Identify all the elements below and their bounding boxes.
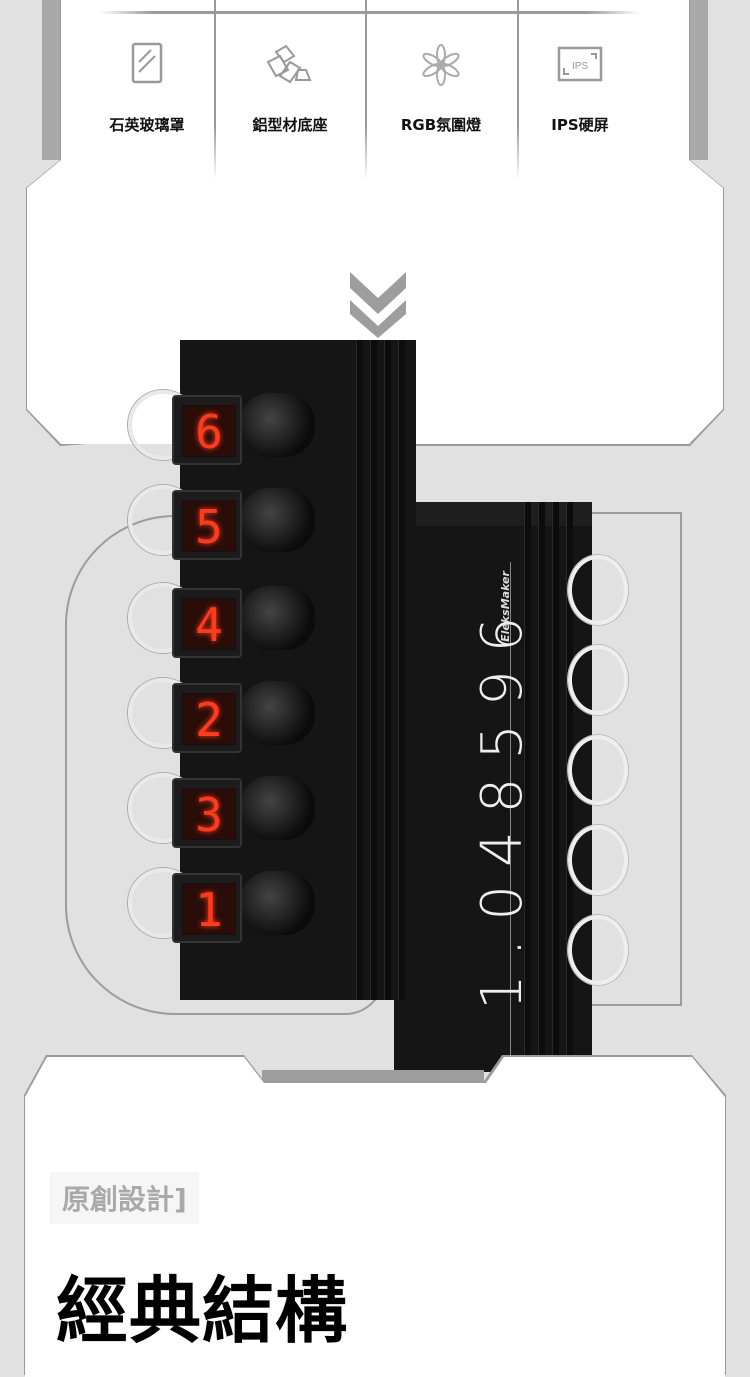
glass-tube-loop bbox=[568, 555, 628, 625]
tube-cap bbox=[240, 776, 315, 840]
aluminum-bars-icon bbox=[266, 44, 312, 84]
glass-tube-loop bbox=[568, 735, 628, 805]
feature-label: RGB氛圍燈 bbox=[400, 116, 482, 134]
display-number: 1.048596 bbox=[470, 598, 535, 1010]
feature-label: 石英玻璃罩 bbox=[109, 116, 185, 134]
tube-cap bbox=[240, 488, 315, 552]
nixie-tube: 2 bbox=[172, 683, 242, 753]
nixie-tube: 5 bbox=[172, 490, 242, 560]
divider bbox=[517, 0, 519, 180]
glass-tube-loop bbox=[568, 915, 628, 985]
glass-cover-icon bbox=[131, 42, 163, 84]
nixie-tube: 3 bbox=[172, 778, 242, 848]
tube-digit: 3 bbox=[182, 788, 236, 841]
feature-aluminum: 鋁型材底座 bbox=[215, 40, 365, 135]
feature-label: IPS硬屏 bbox=[551, 116, 609, 134]
glass-tube-loop bbox=[568, 645, 628, 715]
feature-ips: IPS IPS硬屏 bbox=[505, 40, 655, 135]
feature-glass: 石英玻璃罩 bbox=[72, 40, 222, 135]
nixie-tube: 1 bbox=[172, 873, 242, 943]
tube-cap bbox=[240, 393, 315, 457]
tube-digit: 5 bbox=[182, 500, 236, 553]
feature-label: 鋁型材底座 bbox=[252, 116, 328, 134]
ips-screen-icon: IPS bbox=[557, 46, 603, 82]
tube-cap bbox=[240, 586, 315, 650]
brand-label: EleksMaker bbox=[498, 571, 512, 642]
ips-display-device bbox=[394, 502, 592, 1072]
svg-text:IPS: IPS bbox=[572, 61, 588, 72]
chevron-down-icon bbox=[350, 272, 406, 338]
nixie-tube: 4 bbox=[172, 588, 242, 658]
tube-digit: 4 bbox=[182, 598, 236, 651]
divider bbox=[365, 0, 367, 180]
section-title: 經典結構 bbox=[56, 1269, 349, 1353]
tube-digit: 2 bbox=[182, 693, 236, 746]
frame-side-bar bbox=[42, 0, 60, 160]
tube-cap bbox=[240, 681, 315, 745]
tube-cap bbox=[240, 871, 315, 935]
feature-rgb: RGB氛圍燈 bbox=[366, 40, 516, 135]
card-notch bbox=[262, 1070, 484, 1084]
divider bbox=[214, 0, 216, 180]
rgb-flower-icon bbox=[422, 44, 460, 86]
frame-side-bar bbox=[690, 0, 708, 160]
tube-digit: 1 bbox=[182, 883, 236, 936]
section-subtitle: 原創設計] bbox=[50, 1172, 199, 1224]
tube-digit: 6 bbox=[182, 405, 236, 458]
nixie-tube: 6 bbox=[172, 395, 242, 465]
divider bbox=[100, 11, 640, 14]
glass-tube-loop bbox=[568, 825, 628, 895]
